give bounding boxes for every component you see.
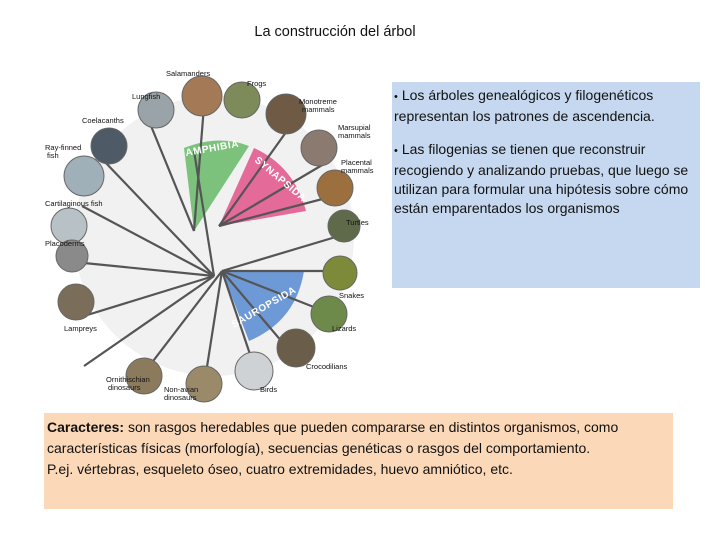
- taxon-cartilaginous-fish: Cartilaginous fish: [45, 199, 103, 208]
- phylogenetic-tree-figure: AMPHIBIA SYNAPSIDA SAUROPSIDA Salamander…: [44, 66, 374, 406]
- salamander-photo-icon: [182, 76, 222, 116]
- taxon-snakes: Snakes: [339, 291, 364, 300]
- taxon-coelacanths: Coelacanths: [82, 116, 124, 125]
- taxon-frogs: Frogs: [247, 79, 266, 88]
- bullet-dot-icon: •: [394, 91, 398, 103]
- taxon-non-avian-dinosaurs: dinosaurs: [164, 393, 197, 402]
- taxon-monotreme-mammals: mammals: [302, 105, 335, 114]
- characters-text: son rasgos heredables que pueden compara…: [47, 419, 618, 456]
- taxon-marsupial-mammals: mammals: [338, 131, 371, 140]
- bullet-item: •Los árboles genealógicos y filogenético…: [394, 86, 696, 126]
- placental-mammal-photo-icon: [317, 170, 353, 206]
- coelacanth-photo-icon: [91, 128, 127, 164]
- taxon-lungfish: Lungfish: [132, 92, 160, 101]
- slide-title: La construcción del árbol: [0, 24, 720, 40]
- taxon-ray-finned-fish: fish: [47, 151, 59, 160]
- taxon-lizards: Lizards: [332, 324, 356, 333]
- bullet-item: •Las filogenias se tienen que reconstrui…: [394, 140, 696, 218]
- tree-svg: AMPHIBIA SYNAPSIDA SAUROPSIDA Salamander…: [44, 66, 374, 406]
- taxon-lampreys: Lampreys: [64, 324, 97, 333]
- bullet-text: Las filogenias se tienen que reconstruir…: [394, 141, 688, 216]
- taxon-ornithischian-dinosaurs: dinosaurs: [108, 383, 141, 392]
- bullet-text: Los árboles genealógicos y filogenéticos…: [394, 87, 655, 124]
- characters-heading: Caracteres:: [47, 419, 124, 435]
- bullet-info-box: •Los árboles genealógicos y filogenético…: [392, 82, 700, 288]
- ray-finned-fish-photo-icon: [64, 156, 104, 196]
- taxon-placoderms: Placoderms: [45, 239, 85, 248]
- taxon-turtles: Turtles: [346, 218, 369, 227]
- snake-photo-icon: [323, 256, 357, 290]
- taxon-crocodilians: Crocodilians: [306, 362, 348, 371]
- characters-definition: Caracteres: son rasgos heredables que pu…: [47, 417, 670, 459]
- taxon-placental-mammals: mammals: [341, 166, 374, 175]
- bullet-dot-icon: •: [394, 145, 398, 157]
- title-text: La construcción del árbol: [254, 24, 415, 40]
- taxon-salamanders: Salamanders: [166, 69, 210, 78]
- lamprey-photo-icon: [58, 284, 94, 320]
- marsupial-photo-icon: [301, 130, 337, 166]
- taxon-birds: Birds: [260, 385, 277, 394]
- characters-definition-box: Caracteres: son rasgos heredables que pu…: [44, 413, 673, 509]
- characters-example: P.ej. vértebras, esqueleto óseo, cuatro …: [47, 459, 670, 480]
